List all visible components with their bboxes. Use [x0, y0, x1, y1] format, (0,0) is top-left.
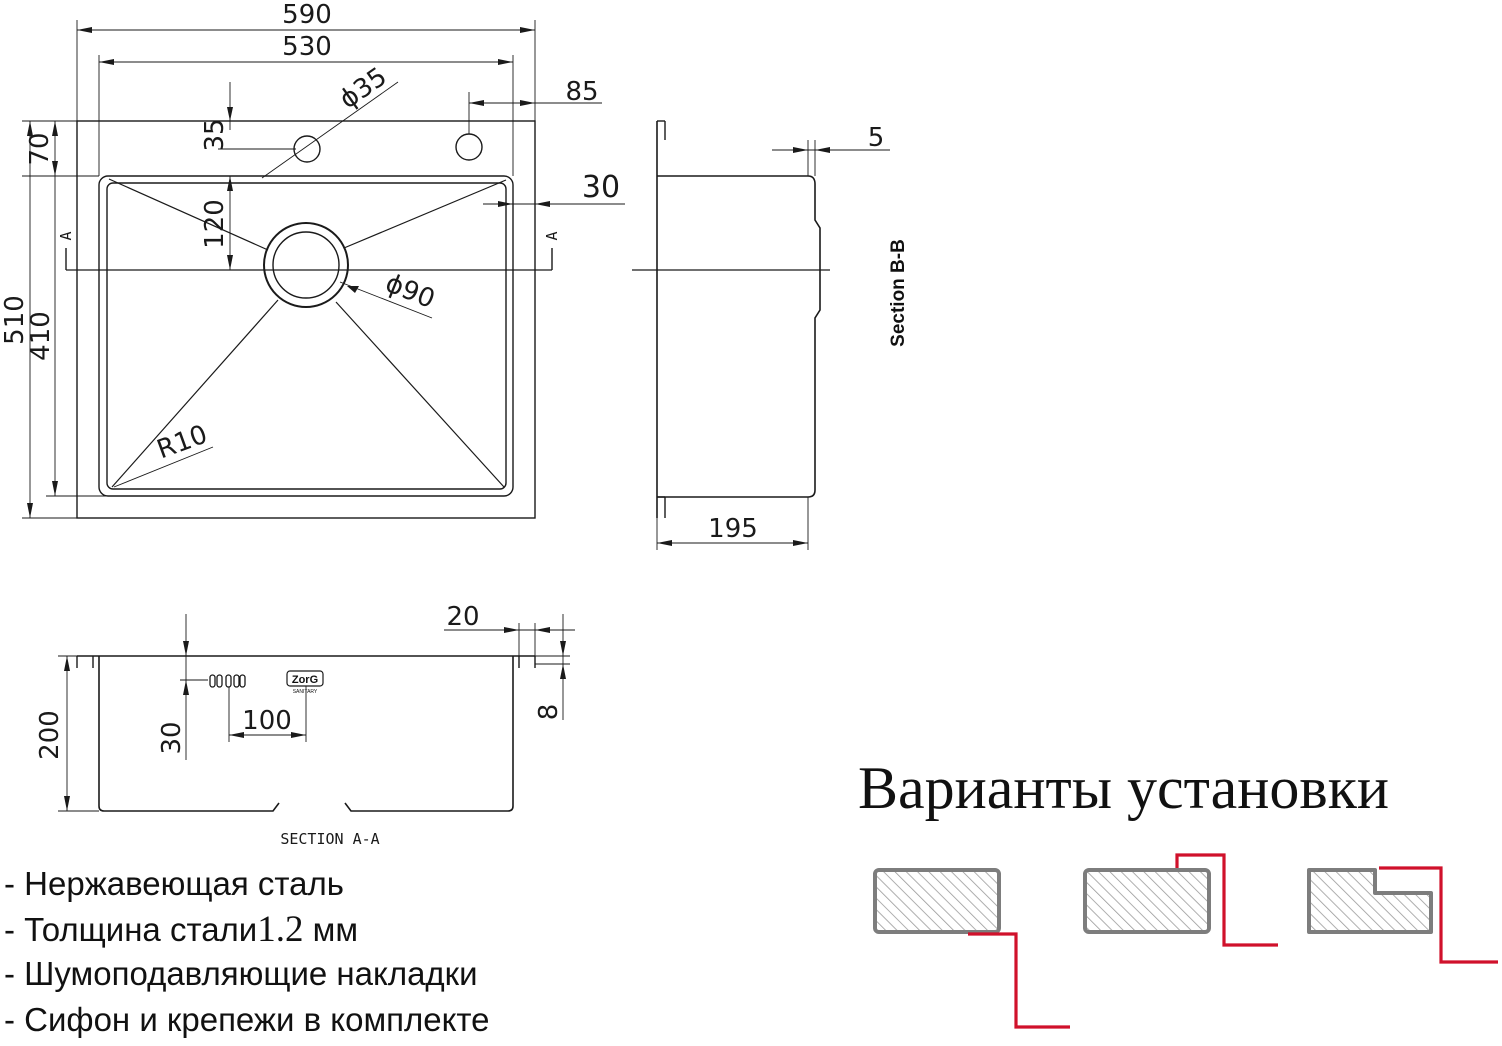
drain-outer: [263, 222, 349, 308]
section-view-labels: 20 8 200 30 100 SECTION A-A: [35, 602, 564, 848]
dim-side-depth: 195: [708, 514, 758, 544]
feature-item: - Толщина стали1.2 мм: [4, 909, 359, 950]
overflow-slots: [209, 674, 246, 688]
install-variant-overmount: [1083, 853, 1278, 947]
dim-drain-offset: 120: [200, 199, 230, 249]
dim-radius: R10: [153, 420, 211, 466]
section-view: [58, 614, 575, 812]
dim-depth-inner: 410: [26, 311, 56, 361]
bowl-outer-outline: [98, 175, 514, 497]
dim-drain: ϕ90: [381, 268, 439, 315]
top-view: [22, 20, 625, 519]
install-variant-undermount: [873, 868, 1070, 1029]
dim-overflow-height: 30: [157, 721, 187, 754]
feature-item: - Нержавеющая сталь: [4, 865, 344, 902]
dim-hole-offset-vertical: 35: [200, 118, 230, 151]
sink-outer-outline: [76, 120, 536, 519]
dim-overflow-width: 100: [242, 706, 292, 736]
section-marker-left: A: [57, 231, 75, 240]
dim-offset-right: 85: [565, 77, 598, 107]
dim-flange-height: 8: [534, 704, 564, 721]
installation-title: Варианты установки: [858, 755, 1389, 821]
feature-item: - Шумоподавляющие накладки: [4, 955, 478, 992]
drain-inner: [272, 231, 340, 299]
brand-logo: ZorG SANITARY: [286, 670, 324, 695]
dim-rim-offset: 30: [582, 170, 620, 205]
dim-width-outer: 590: [282, 0, 332, 30]
dim-section-height: 200: [35, 710, 65, 760]
side-view: [632, 120, 890, 550]
dim-flange-width: 20: [446, 602, 479, 632]
bowl-inner-outline: [106, 182, 507, 490]
install-variant-flush: [1307, 866, 1498, 964]
section-a-label: SECTION A-A: [280, 830, 379, 848]
side-profile: [656, 121, 821, 518]
section-marker-right: A: [543, 231, 561, 240]
section-profile: [77, 655, 535, 812]
section-b-label: Section B-B: [888, 239, 909, 347]
svg-text:SANITARY: SANITARY: [293, 689, 318, 695]
svg-text:ZorG: ZorG: [292, 674, 318, 686]
dim-top-margin: 70: [25, 132, 55, 165]
side-view-labels: 5 195 Section B-B: [708, 123, 909, 544]
faucet-hole-alt: [455, 133, 483, 161]
feature-item: - Сифон и крепежи в комплекте: [4, 1001, 490, 1038]
dim-width-inner: 530: [282, 32, 332, 62]
dim-hole-small: ϕ35: [334, 62, 392, 115]
dim-depth-outer: 510: [0, 295, 30, 345]
dim-rim: 5: [868, 123, 885, 153]
